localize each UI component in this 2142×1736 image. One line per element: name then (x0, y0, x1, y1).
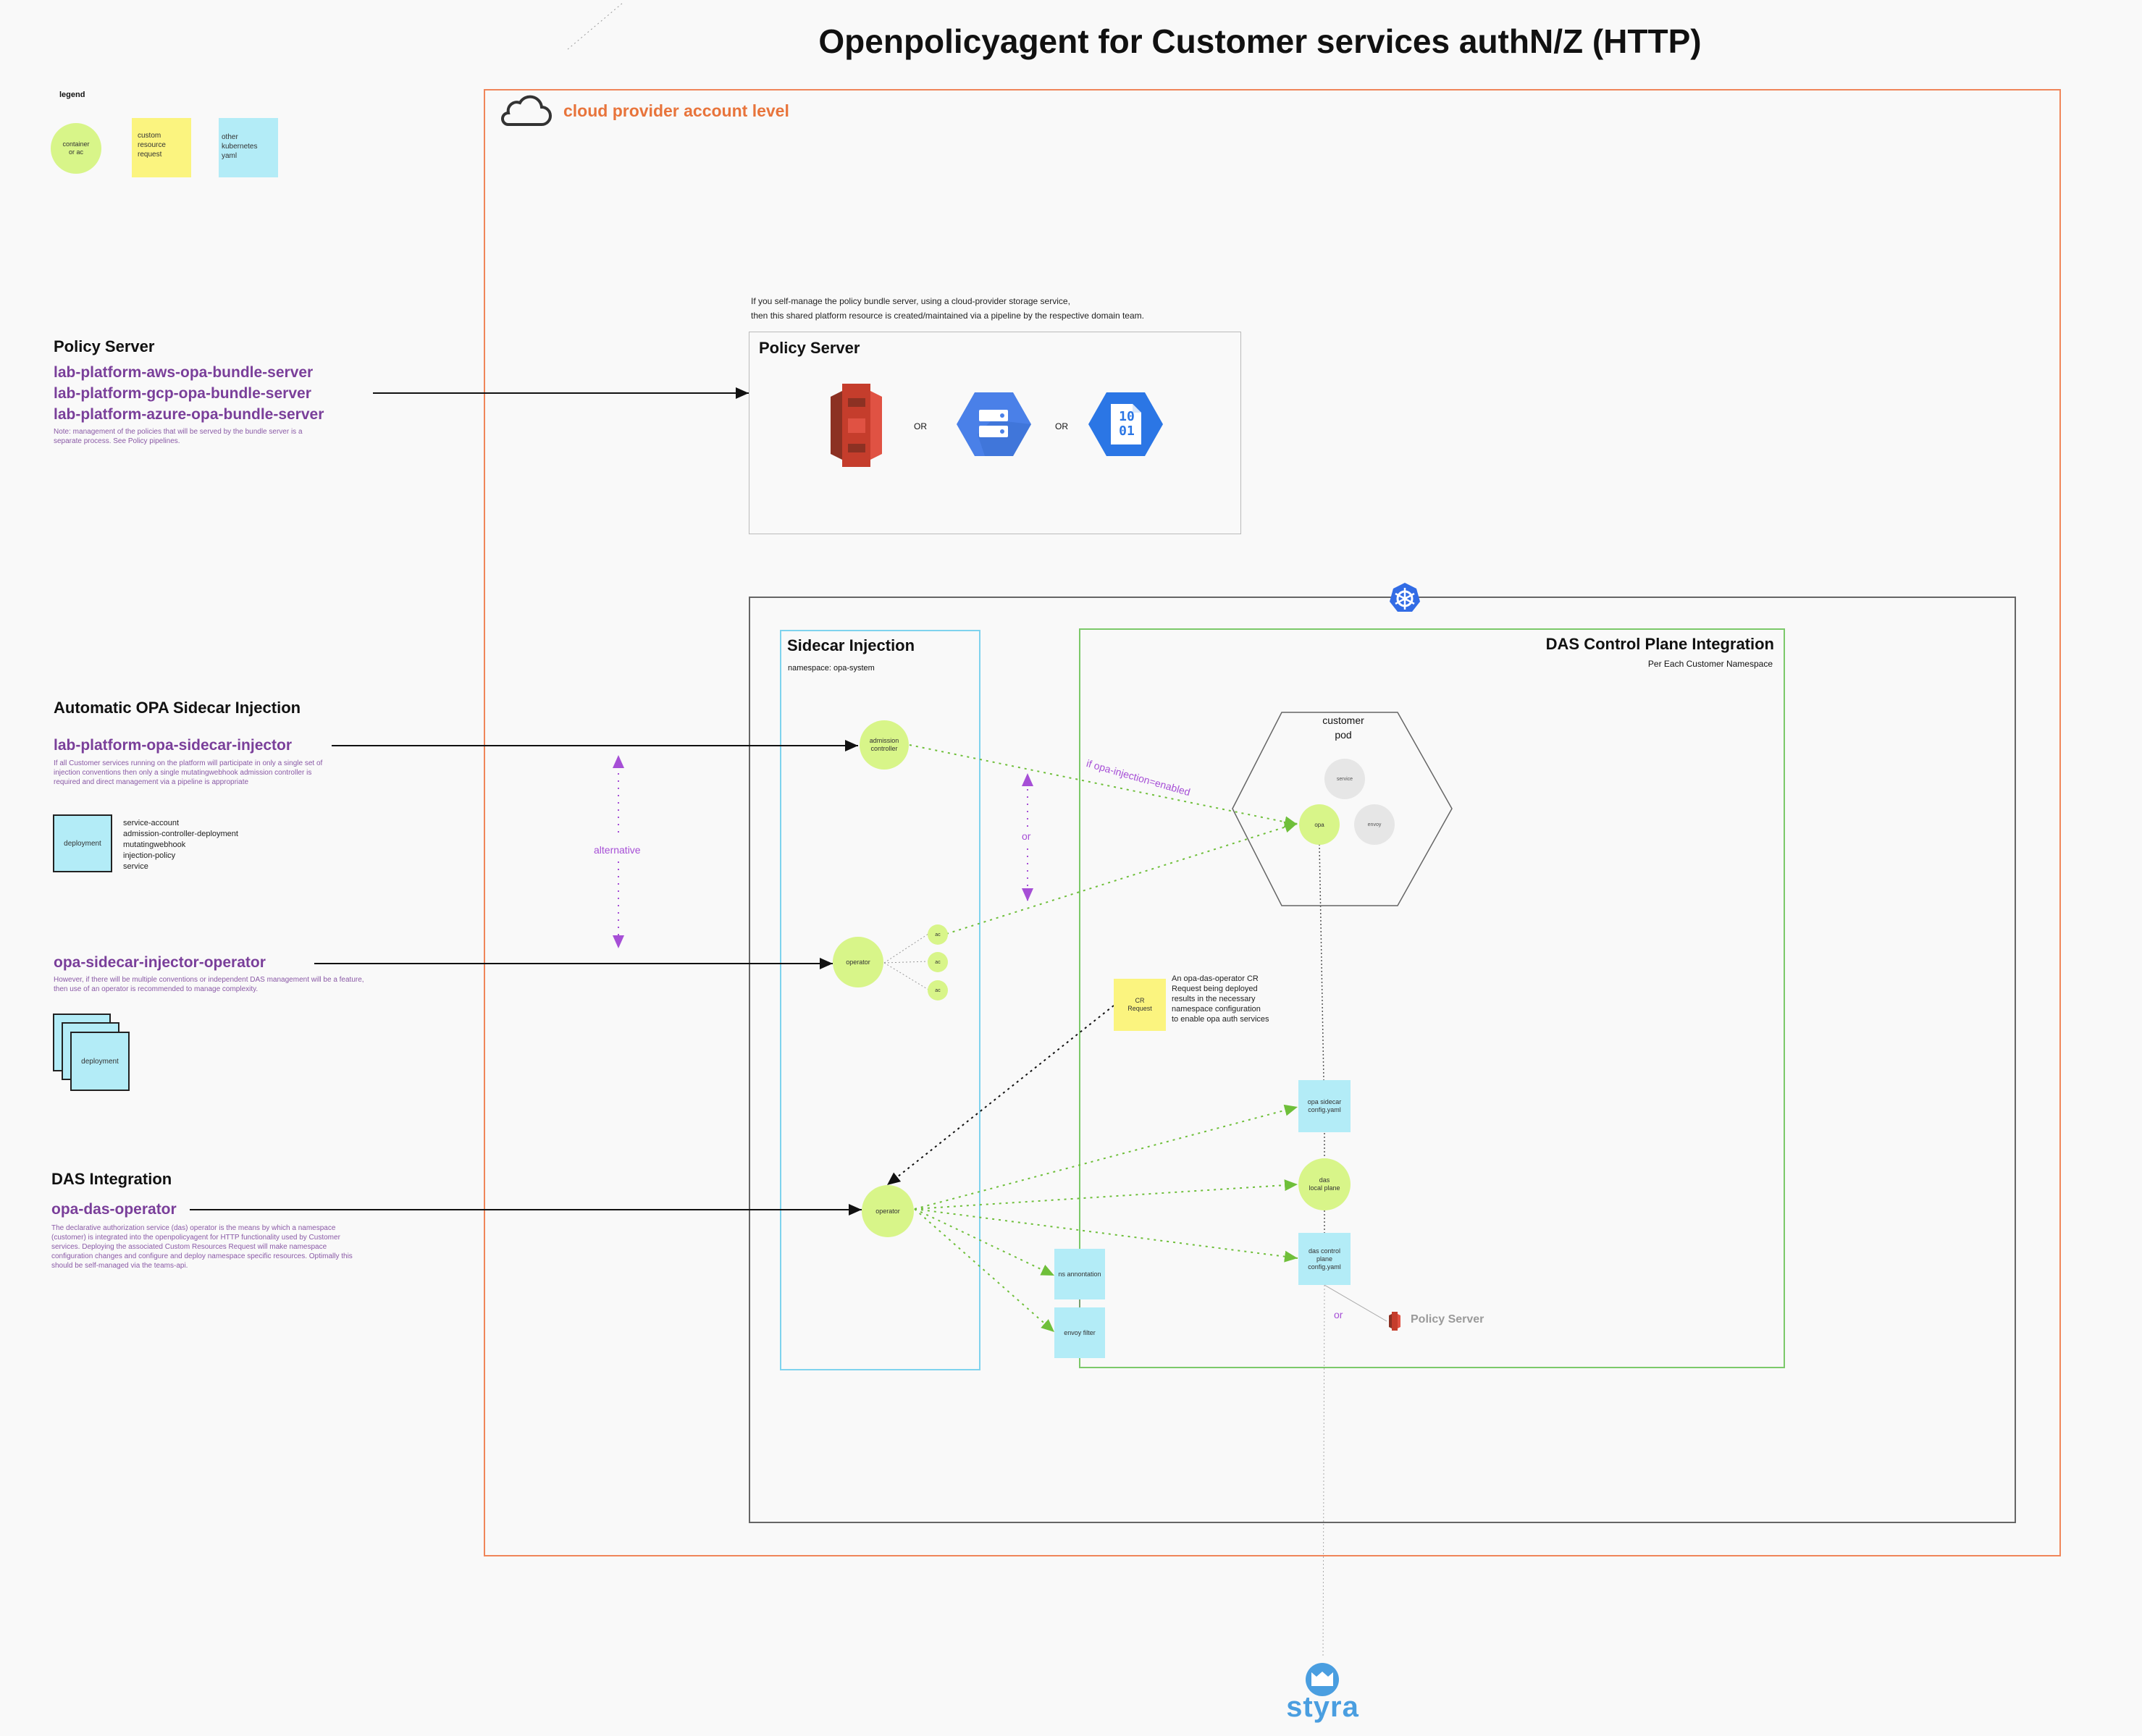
alternative-label: alternative (594, 844, 641, 856)
policy-server-box (749, 332, 1241, 534)
policy-server-note: Note: management of the policies that wi… (54, 428, 303, 445)
legend-container-circle: container or ac (51, 123, 101, 174)
bundle-server-aws: lab-platform-aws-opa-bundle-server (54, 364, 314, 381)
legend-title: legend (59, 90, 85, 99)
styra-wordmark: styra (1286, 1691, 1359, 1723)
or-label-2: OR (1055, 421, 1068, 431)
or-label-1: OR (914, 421, 927, 431)
ac-node-1: ac (928, 924, 948, 945)
or-label-middle: or (1022, 830, 1031, 842)
service-container: service (1324, 759, 1365, 799)
cloud-provider-label: cloud provider account level (563, 101, 789, 120)
customer-pod-label: customer pod (1322, 715, 1364, 741)
policy-box-caption-2: then this shared platform resource is cr… (751, 311, 1144, 321)
page-title: Openpolicyagent for Customer services au… (818, 22, 1702, 60)
sidecar-injector-note: If all Customer services running on the … (54, 759, 323, 786)
sidecar-namespace-label: namespace: opa-system (788, 664, 875, 673)
policy-server-box-heading: Policy Server (759, 339, 860, 357)
sidecar-injection-heading: Automatic OPA Sidecar Injection (54, 699, 301, 717)
admission-controller-node: admission controller (860, 720, 909, 770)
ns-annotation-yaml: ns annontation (1054, 1249, 1105, 1299)
cloud-icon (501, 95, 552, 126)
das-local-plane-node: das local plane (1298, 1158, 1351, 1210)
legend-other-kubernetes-yaml: other kubernetes yaml (219, 118, 278, 177)
sidecar-injector-operator-name: opa-sidecar-injector-operator (54, 954, 266, 971)
aws-s3-small-icon (1389, 1312, 1400, 1331)
ac-node-3: ac (928, 980, 948, 1000)
aws-s3-icon (831, 384, 882, 467)
bundle-server-azure: lab-platform-azure-opa-bundle-server (54, 406, 324, 423)
kubernetes-icon (1390, 583, 1420, 612)
envoy-filter-yaml: envoy filter (1054, 1307, 1105, 1358)
ac-node-2: ac (928, 952, 948, 972)
das-control-plane-heading: DAS Control Plane Integration (1545, 635, 1774, 653)
resource-item: service (123, 862, 148, 871)
das-control-plane-box (1079, 628, 1785, 1368)
resource-item: mutatingwebhook (123, 840, 186, 849)
gcp-storage-icon (957, 392, 1031, 456)
azure-blob-icon (1088, 392, 1163, 456)
cr-request-note: An opa-das-operator CR Request being dep… (1172, 974, 1269, 1024)
sidecar-injection-namespace-box (780, 630, 980, 1370)
das-control-plane-config-yaml: das control plane config.yaml (1298, 1233, 1351, 1285)
kubernetes-cluster-box (749, 597, 2016, 1523)
das-operator-note: The declarative authorization service (d… (51, 1224, 353, 1270)
policy-box-caption-1: If you self-manage the policy bundle ser… (751, 296, 1070, 306)
das-control-plane-subheading: Per Each Customer Namespace (1647, 659, 1773, 669)
deployment-icon: deployment (53, 814, 112, 872)
policy-server-small-label: Policy Server (1411, 1313, 1484, 1326)
cloud-provider-box (484, 89, 2061, 1556)
styra-logo-icon (1306, 1663, 1339, 1696)
cr-request-sticky: CR Request (1114, 979, 1166, 1031)
left-policy-server-heading: Policy Server (54, 337, 155, 355)
operator-node-sidecar: operator (833, 937, 883, 987)
deployment-stack-front: deployment (70, 1032, 130, 1091)
operator-node-das: operator (862, 1185, 914, 1237)
resource-item: admission-controller-deployment (123, 830, 238, 838)
sidecar-resources-list: service-account admission-controller-dep… (123, 818, 238, 872)
opa-container: opa (1299, 804, 1340, 845)
bundle-server-gcp: lab-platform-gcp-opa-bundle-server (54, 385, 311, 402)
das-integration-heading: DAS Integration (51, 1170, 172, 1188)
das-operator-name: opa-das-operator (51, 1201, 177, 1218)
resource-item: service-account (123, 819, 180, 827)
envoy-container: envoy (1354, 804, 1395, 845)
resource-item: injection-policy (123, 851, 176, 860)
sidecar-injector-operator-note: However, if there will be multiple conve… (54, 976, 364, 993)
or-label-bottom: or (1334, 1309, 1343, 1320)
sidecar-injection-box-heading: Sidecar Injection (787, 636, 915, 654)
opa-sidecar-config-yaml: opa sidecar config.yaml (1298, 1080, 1351, 1132)
blob-binary-digits: 10 01 (1119, 409, 1135, 439)
legend-custom-resource: custom resource request (132, 118, 191, 177)
sidecar-injector-name: lab-platform-opa-sidecar-injector (54, 737, 293, 754)
